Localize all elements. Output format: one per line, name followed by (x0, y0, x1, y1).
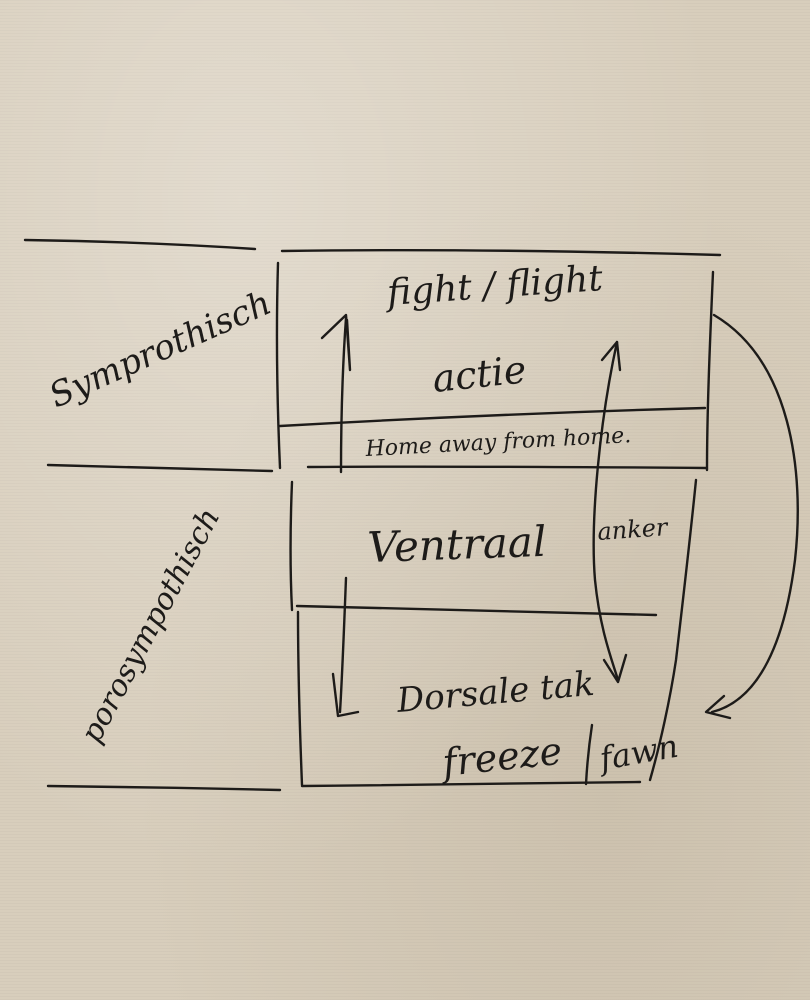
ventral-box-right (648, 478, 698, 782)
left-top-line (23, 238, 257, 251)
label-fawn: fawn (595, 727, 681, 778)
label-anker: anker (596, 513, 669, 546)
home-band-top (278, 406, 707, 428)
label-fight-flight: fight / flight (383, 258, 605, 314)
label-actie: actie (430, 347, 528, 401)
label-ventraal: Ventraal (367, 517, 547, 572)
up-arrow-shaft (339, 316, 348, 474)
down-arrow-head (331, 672, 360, 718)
label-sympathisch: Symprothisch (43, 283, 277, 416)
home-band-bottom (306, 465, 708, 470)
left-middle-line (46, 463, 274, 473)
up-arrow-head (320, 313, 352, 372)
freeze-fawn-divider (584, 723, 594, 786)
dorsal-box-top (295, 604, 658, 617)
ventral-box-left (289, 480, 294, 612)
label-dorsale-tak: Dorsale tak (394, 664, 596, 721)
anker-curve-arrow (592, 340, 620, 682)
left-bottom-line (46, 784, 282, 792)
sympathetic-box-right (705, 270, 715, 472)
sympathetic-box-top (280, 249, 722, 257)
label-parasympathisch: porosympothisch (74, 503, 227, 749)
dorsal-box-left (296, 610, 304, 787)
label-freeze: freeze (437, 729, 564, 786)
dorsal-box-bottom (300, 780, 642, 788)
right-loop-arrow-head (704, 694, 732, 720)
right-loop-arrow (710, 313, 799, 714)
label-home-away: Home away from home. (364, 423, 632, 462)
anker-curve-arrow-head-top (600, 340, 622, 372)
down-arrow-shaft (338, 576, 348, 714)
anker-curve-arrow-head-bottom (602, 653, 628, 684)
sympathetic-box-left (275, 261, 282, 470)
